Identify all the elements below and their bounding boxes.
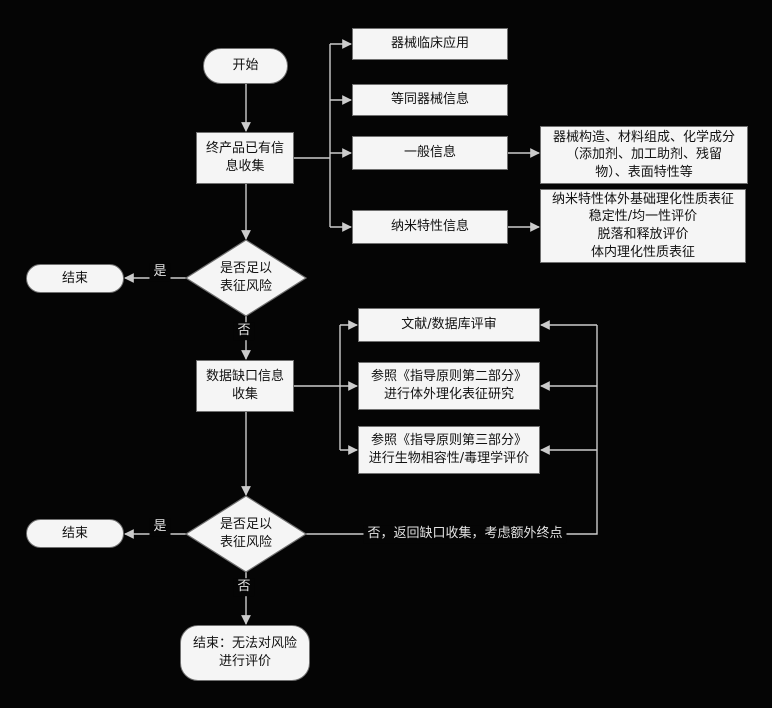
node-clinical-application: 器械临床应用 xyxy=(352,28,508,60)
node-end-cannot-evaluate: 结束：无法对风险 进行评价 xyxy=(180,625,310,681)
node-collect-existing-info: 终产品已有信 息收集 xyxy=(196,132,294,184)
decision2-diamond xyxy=(184,495,308,573)
edge-label-feedback: 否，返回缺口收集，考虑额外终点 xyxy=(363,525,567,543)
edge-label-no-1: 否 xyxy=(233,322,255,340)
node-guideline-part3: 参照《指导原则第三部分》 进行生物相容性/毒理学评价 xyxy=(358,426,540,474)
node-general-info: 一般信息 xyxy=(352,136,508,170)
edge-label-yes-2: 是 xyxy=(149,518,171,536)
node-equivalent-device-info: 等同器械信息 xyxy=(352,84,508,116)
node-general-info-detail: 器械构造、材料组成、化学成分 （添加剂、加工助剂、残留 物）、表面特性等 xyxy=(540,126,748,184)
decision1-diamond xyxy=(184,239,308,317)
node-nano-detail: 纳米特性体外基础理化性质表征 稳定性/均一性评价 脱落和释放评价 体内理化性质表… xyxy=(540,189,746,263)
node-gap-info-collect: 数据缺口信息 收集 xyxy=(196,360,294,412)
node-guideline-part2: 参照《指导原则第二部分》 进行体外理化表征研究 xyxy=(358,362,540,410)
node-nano-characteristic-info: 纳米特性信息 xyxy=(352,210,508,244)
node-end-1: 结束 xyxy=(26,264,124,293)
node-literature-review: 文献/数据库评审 xyxy=(358,308,540,342)
edge-label-yes-1: 是 xyxy=(149,263,171,281)
node-start: 开始 xyxy=(203,48,288,84)
node-end-2: 结束 xyxy=(26,519,124,548)
edge-label-no-2: 否 xyxy=(233,578,255,596)
